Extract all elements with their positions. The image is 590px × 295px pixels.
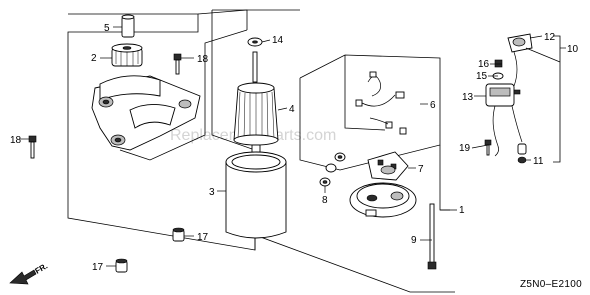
frame-right-bracket — [439, 145, 450, 211]
part-bolt-upper — [173, 53, 182, 75]
part-pinion-gear — [111, 43, 143, 67]
callout-5: 5 — [104, 23, 110, 34]
callout-6: 6 — [430, 100, 436, 111]
callout-10: 10 — [567, 44, 579, 55]
part-armature — [233, 51, 279, 156]
part-collar-lower — [115, 258, 128, 273]
callout-19: 19 — [459, 143, 471, 154]
part-yoke — [225, 151, 287, 239]
part-relay-nut — [494, 59, 503, 68]
callout-4: 4 — [289, 104, 295, 115]
leader-lines — [20, 26, 566, 267]
callout-11: 11 — [533, 156, 544, 167]
front-arrow-icon — [9, 269, 37, 285]
frame-brush-inner — [344, 55, 386, 131]
part-washer — [247, 37, 263, 47]
callout-9: 9 — [411, 235, 417, 246]
part-relay-screw — [484, 139, 492, 156]
part-brush-holder — [367, 151, 409, 181]
callout-18-upper: 18 — [197, 54, 209, 65]
callout-7: 7 — [418, 164, 424, 175]
part-rear-cover — [349, 182, 417, 218]
callout-18-left: 18 — [10, 135, 22, 146]
frame-relay-bracket — [553, 35, 561, 163]
callout-14: 14 — [272, 35, 284, 46]
part-terminal-boot — [507, 33, 533, 53]
diagram-code: Z5N0–E2100 — [520, 279, 582, 290]
callout-17-mid: 17 — [197, 232, 209, 243]
part-starter-relay — [485, 83, 521, 107]
part-cable-harness — [492, 51, 523, 157]
front-direction-marker: FR. — [9, 261, 50, 285]
callout-2: 2 — [91, 53, 97, 64]
callout-8: 8 — [322, 195, 328, 206]
part-collar-mid — [172, 227, 185, 242]
frame-top-link — [197, 9, 248, 30]
part-pinion-cap — [121, 14, 135, 38]
front-label: FR. — [34, 261, 50, 275]
callout-3: 3 — [209, 187, 215, 198]
part-front-housing — [91, 75, 201, 151]
callout-1: 1 — [459, 205, 465, 216]
callout-16: 16 — [478, 59, 490, 70]
callout-labels: 1 2 3 4 5 6 7 8 9 10 11 12 13 14 15 16 1… — [10, 23, 579, 273]
callout-17-lower: 17 — [92, 262, 104, 273]
part-bolt-left — [28, 135, 37, 159]
frame-starter-outline — [67, 13, 455, 293]
frame-inner-left — [119, 29, 248, 161]
assembly-frames — [67, 9, 561, 293]
callout-13: 13 — [462, 92, 474, 103]
callout-15: 15 — [476, 71, 488, 82]
part-terminal-lug — [517, 143, 527, 164]
part-brush-set — [355, 71, 407, 135]
callout-12: 12 — [544, 32, 556, 43]
part-through-bolt — [427, 203, 437, 270]
